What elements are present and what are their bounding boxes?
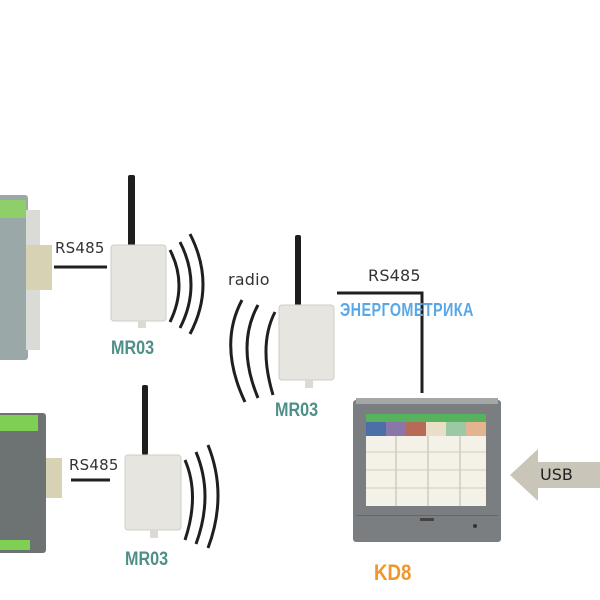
rs485-label-recorder: RS485 [368, 266, 421, 285]
din-meter-bottom [0, 413, 62, 553]
modem-label-top: MR03 [111, 338, 155, 359]
modem-top [110, 175, 167, 328]
watermark: ЭНЕРГОМЕТРИКА [340, 300, 474, 320]
modem-bottom [124, 385, 182, 538]
radio-label: radio [228, 270, 270, 289]
radio-waves-bottom [183, 444, 220, 549]
usb-label: USB [540, 465, 573, 484]
modem-center [278, 235, 335, 388]
rs485-label-top: RS485 [55, 239, 105, 257]
usb-arrow [510, 449, 600, 501]
modem-label-center: MR03 [275, 400, 319, 421]
modem-label-bottom: MR03 [125, 549, 169, 570]
radio-waves-top [168, 233, 205, 335]
rs485-label-bottom: RS485 [69, 456, 119, 474]
kd8-recorder [353, 398, 501, 542]
din-meter-top [0, 195, 52, 360]
rs485-wire-recorder [337, 291, 424, 393]
radio-waves-center [229, 299, 277, 403]
recorder-label: KD8 [374, 560, 412, 585]
